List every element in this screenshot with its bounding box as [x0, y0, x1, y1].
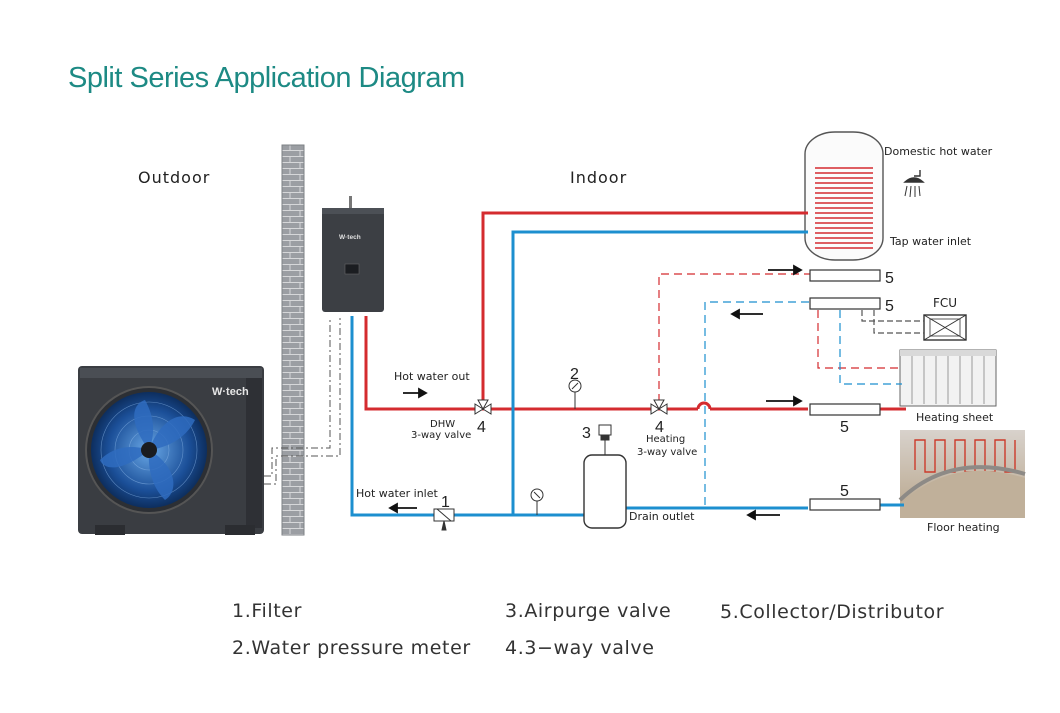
- legend-item-3-way-valve: 4.3−way valve: [505, 637, 655, 659]
- fan-coil-unit: [923, 314, 967, 341]
- pressure-gauge-return-icon: [530, 488, 544, 515]
- collector-number-floor: 5: [840, 483, 849, 500]
- collector-number-top: 5: [885, 270, 894, 287]
- dhw-3-way-valve: [474, 399, 492, 415]
- hot-water-out-label: Hot water out: [394, 370, 470, 383]
- heating-valve-label: Heating: [646, 434, 685, 445]
- collector-second: [809, 297, 881, 310]
- dhw-valve-label: DHW: [430, 419, 455, 430]
- collector-radiator-line: [809, 403, 881, 416]
- arrow-left-icon: [730, 308, 763, 320]
- arrow-right-icon: [403, 387, 428, 399]
- floor-heating-label: Floor heating: [927, 521, 1000, 534]
- collector-number-second: 5: [885, 298, 894, 315]
- indoor-label: Indoor: [570, 168, 627, 187]
- outdoor-heat-pump-unit: W·tech: [78, 366, 264, 535]
- return-water-pipes: [350, 230, 904, 517]
- tank-heating-coil: [815, 167, 873, 249]
- pressure-gauge-icon: [568, 379, 582, 409]
- flow-arrows: [388, 264, 803, 521]
- heating-3-way-valve: [650, 399, 668, 415]
- heating-branch-lines: [658, 273, 924, 505]
- brick-wall: [281, 144, 305, 536]
- refrigerant-lines: [264, 318, 341, 485]
- filter-number: 1: [441, 494, 450, 511]
- indoor-hydro-unit: W·tech: [322, 196, 384, 312]
- arrow-right-icon: [768, 264, 803, 276]
- floor-heating-panel: [898, 430, 1026, 518]
- legend-item-filter: 1.Filter: [232, 600, 302, 622]
- hot-water-pipes: [364, 211, 906, 411]
- dhw-valve-sublabel: 3-way valve: [411, 430, 471, 441]
- drain-outlet-label: Drain outlet: [629, 510, 695, 523]
- collector-floor-line: [809, 498, 881, 511]
- collector-top: [809, 269, 881, 282]
- dhw-valve-number: 4: [477, 419, 486, 436]
- domestic-hot-water-tank: [804, 131, 884, 261]
- buffer-tank: [583, 454, 627, 529]
- airpurge-valve-number: 3: [582, 425, 591, 442]
- legend-item-pressure-meter: 2.Water pressure meter: [232, 637, 471, 659]
- pipe-crossover: [696, 401, 712, 410]
- airpurge-valve-icon: [598, 424, 612, 455]
- collector-number-radiator: 5: [840, 419, 849, 436]
- domestic-hot-water-label: Domestic hot water: [884, 145, 993, 158]
- outdoor-label: Outdoor: [138, 168, 210, 187]
- page-title: Split Series Application Diagram: [68, 62, 465, 94]
- radiator-heating-sheet: [899, 349, 997, 407]
- heating-valve-number: 4: [655, 419, 664, 436]
- control-panel-display: [344, 263, 360, 275]
- fcu-label: FCU: [933, 296, 957, 310]
- heating-valve-sublabel: 3-way valve: [637, 447, 697, 458]
- heating-sheet-label: Heating sheet: [916, 411, 994, 424]
- hot-water-inlet-label: Hot water inlet: [356, 487, 438, 500]
- arrow-right-icon: [766, 395, 803, 407]
- shower-icon: [903, 170, 925, 198]
- pressure-meter-number: 2: [570, 366, 579, 383]
- indoor-brand-logo: W·tech: [339, 234, 361, 241]
- legend-item-airpurge-valve: 3.Airpurge valve: [505, 600, 672, 622]
- arrow-left-icon: [388, 502, 417, 514]
- collectors: [809, 269, 881, 511]
- outdoor-brand-logo: W·tech: [212, 386, 249, 398]
- tap-water-inlet-label: Tap water inlet: [889, 235, 972, 248]
- arrow-left-icon: [746, 509, 780, 521]
- filter-icon: [433, 508, 455, 531]
- legend-item-collector: 5.Collector/Distributor: [720, 601, 945, 623]
